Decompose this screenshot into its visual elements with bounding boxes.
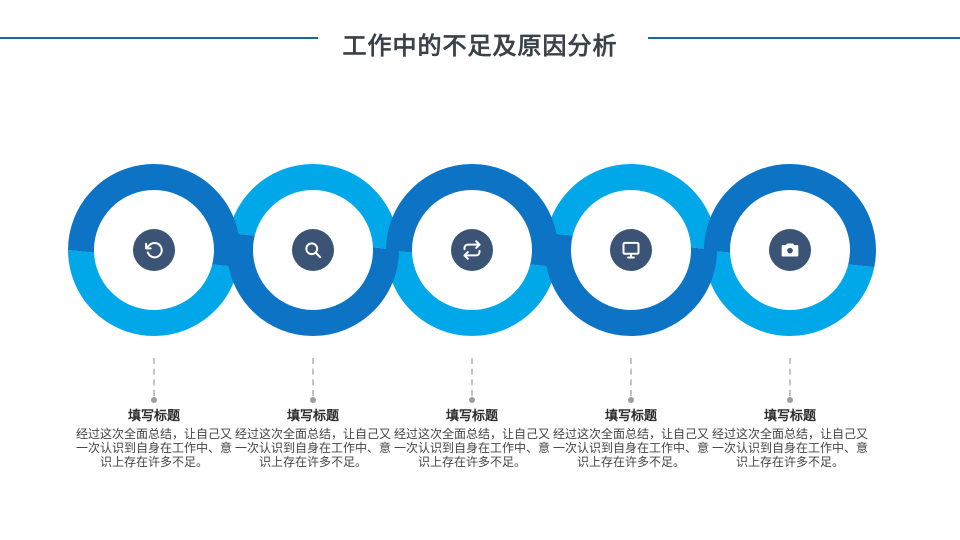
connector-dot-5 [787,397,793,403]
connector-line-1 [153,358,155,396]
connector-dot-4 [628,397,634,403]
caption-body: 经过这次全面总结，让自己又一次认识到自身在工作中、意识上存在许多不足。 [552,427,709,469]
ring-4 [545,164,717,336]
connector-line-2 [312,358,314,396]
caption-title: 填写标题 [286,408,339,423]
caption-2: 填写标题 经过这次全面总结，让自己又一次认识到自身在工作中、意识上存在许多不足。 [228,405,398,469]
title-rule-right [648,37,960,39]
caption-1: 填写标题 经过这次全面总结，让自己又一次认识到自身在工作中、意识上存在许多不足。 [69,405,239,469]
caption-3: 填写标题 经过这次全面总结，让自己又一次认识到自身在工作中、意识上存在许多不足。 [387,405,557,469]
connector-dot-1 [151,397,157,403]
connector-line-5 [789,358,791,396]
monitor-icon [610,229,652,271]
caption-body: 经过这次全面总结，让自己又一次认识到自身在工作中、意识上存在许多不足。 [234,427,391,469]
repeat-icon [451,229,493,271]
connector-line-4 [630,358,632,396]
caption-4: 填写标题 经过这次全面总结，让自己又一次认识到自身在工作中、意识上存在许多不足。 [546,405,716,469]
caption-body: 经过这次全面总结，让自己又一次认识到自身在工作中、意识上存在许多不足。 [393,427,550,469]
undo-icon [133,229,175,271]
caption-body: 经过这次全面总结，让自己又一次认识到自身在工作中、意识上存在许多不足。 [711,427,868,469]
ring-2 [227,164,399,336]
title-rule-left [0,37,318,39]
caption-title: 填写标题 [127,408,180,423]
search-icon [292,229,334,271]
connector-dot-2 [310,397,316,403]
ring-3 [386,164,558,336]
caption-body: 经过这次全面总结，让自己又一次认识到自身在工作中、意识上存在许多不足。 [75,427,232,469]
connector-dot-3 [469,397,475,403]
page-title: 工作中的不足及原因分析 [342,33,618,60]
ring-5 [704,164,876,336]
caption-title: 填写标题 [763,408,816,423]
camera-icon [769,229,811,271]
ring-1 [68,164,240,336]
caption-5: 填写标题 经过这次全面总结，让自己又一次认识到自身在工作中、意识上存在许多不足。 [705,405,875,469]
caption-title: 填写标题 [604,408,657,423]
caption-title: 填写标题 [445,408,498,423]
connector-line-3 [471,358,473,396]
